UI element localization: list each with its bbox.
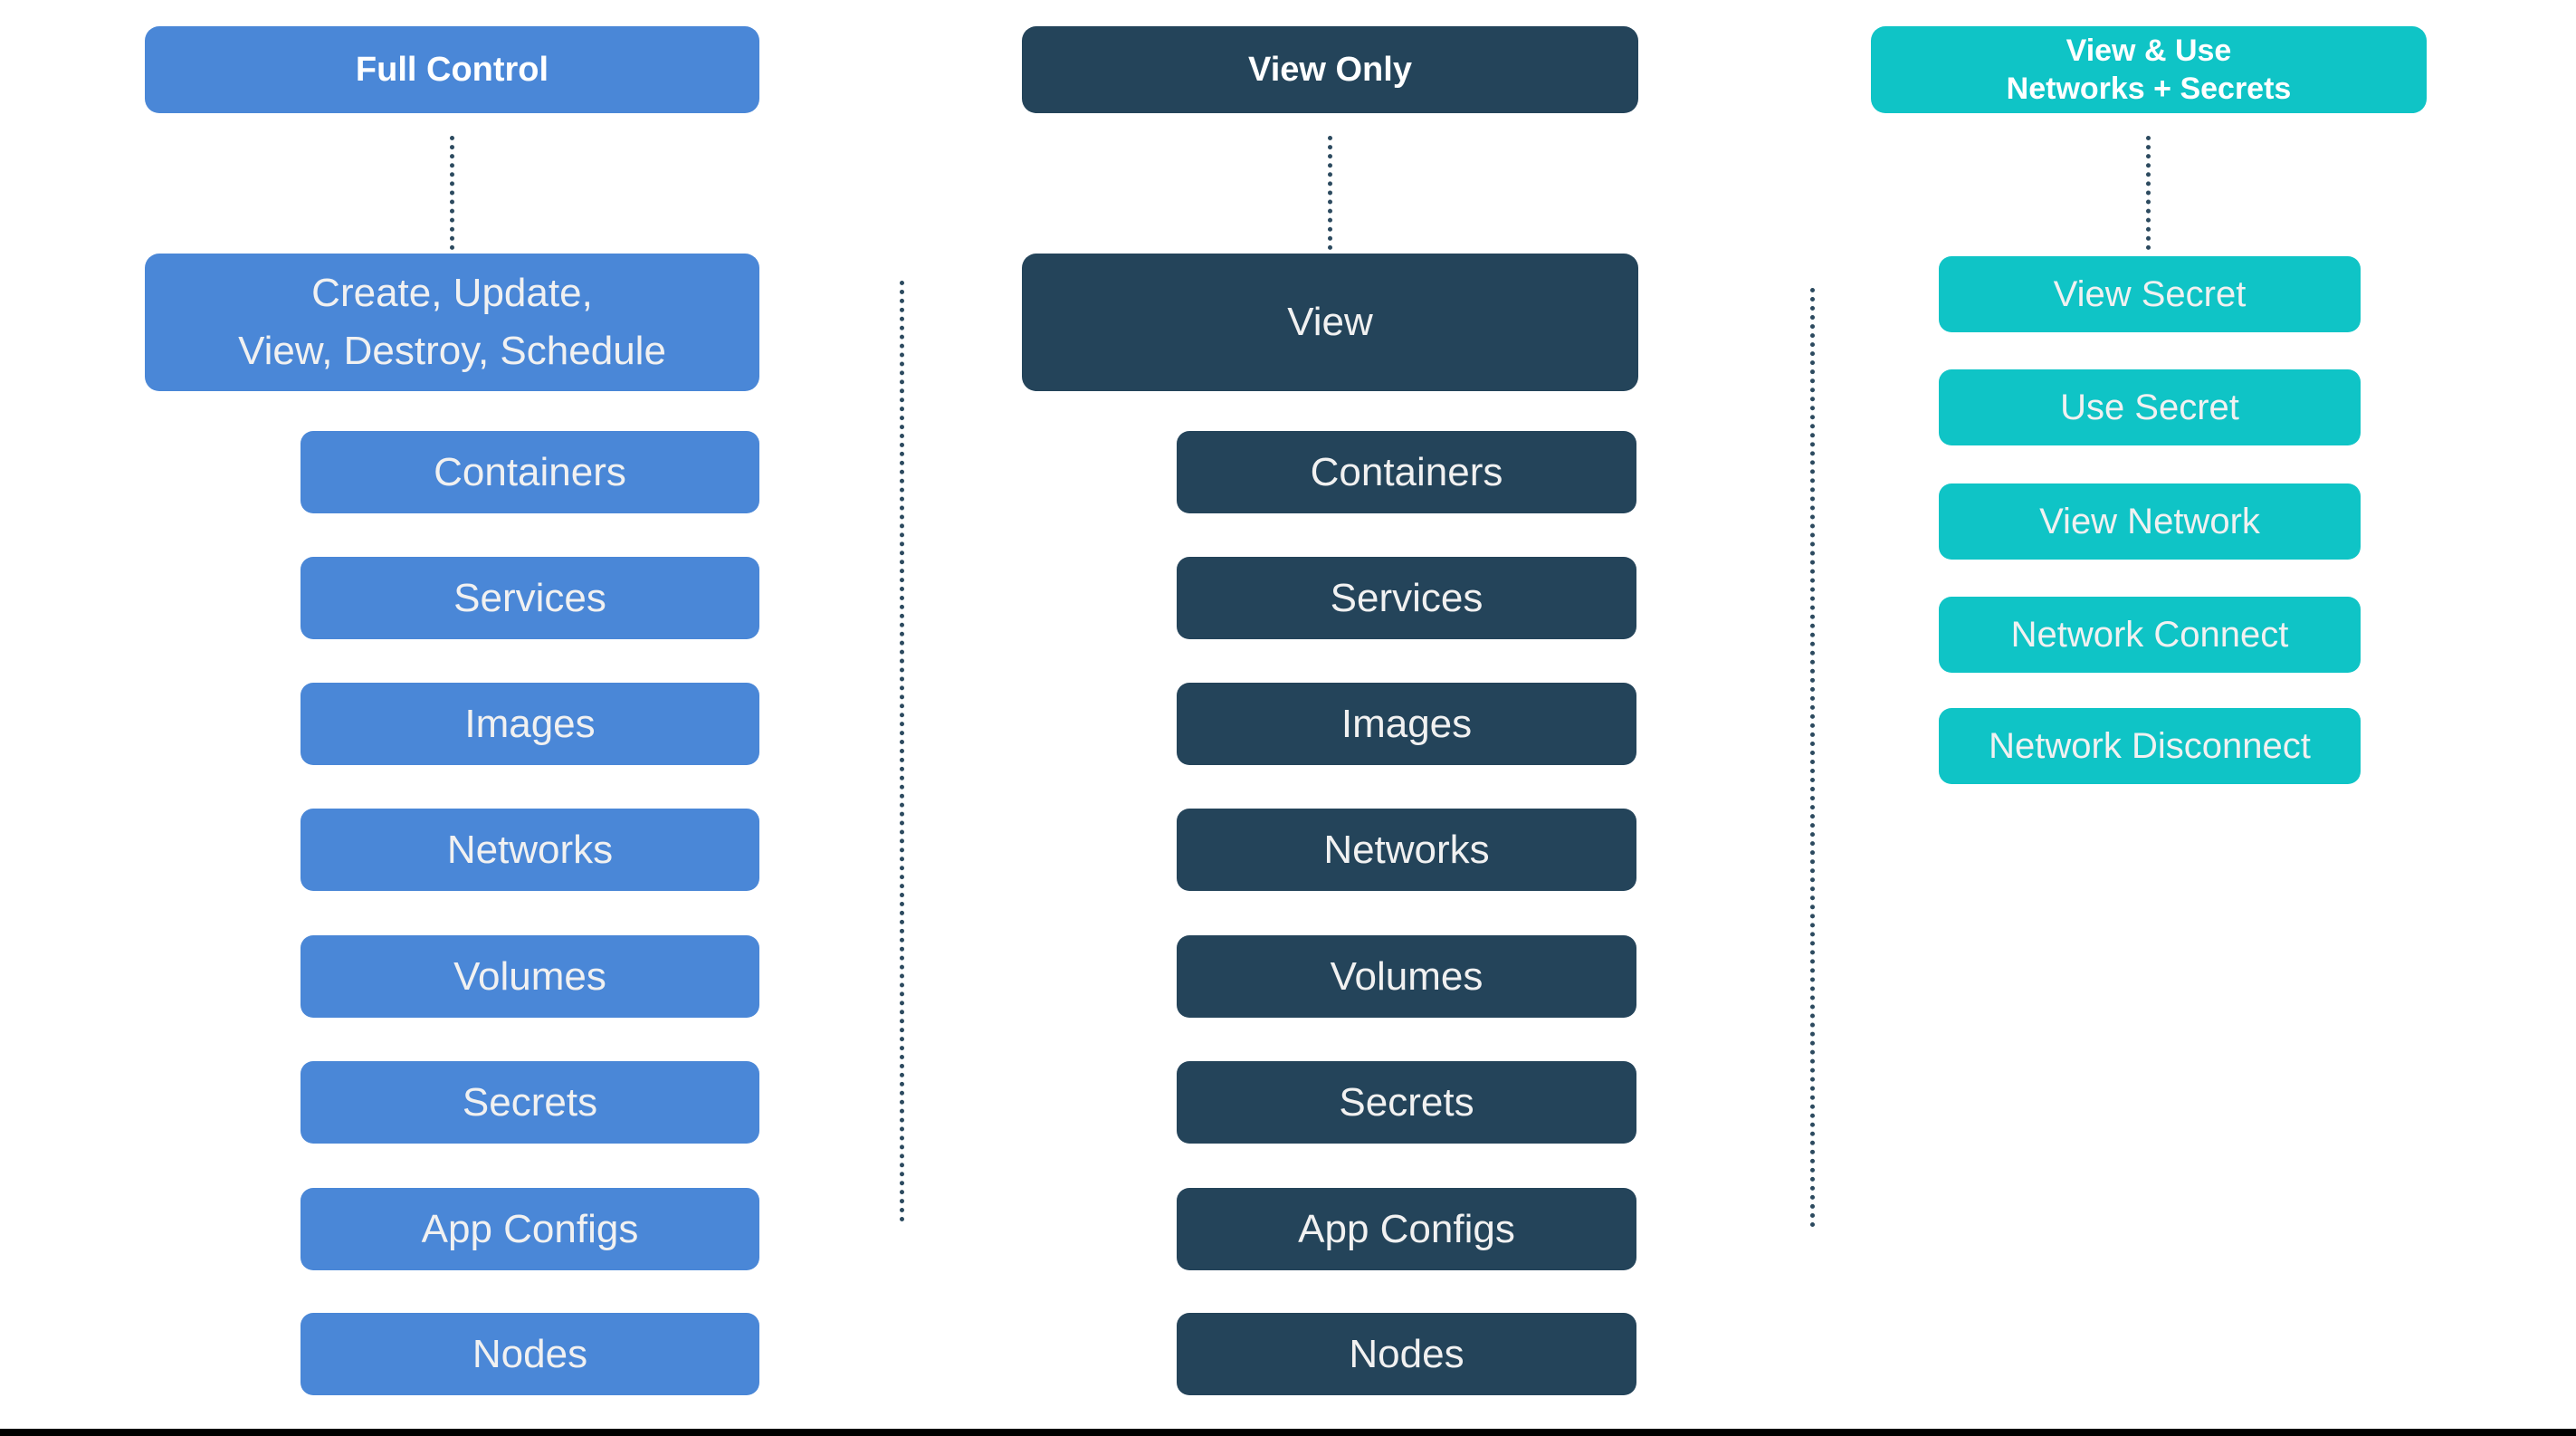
item-label: View Secret: [2053, 274, 2247, 314]
full-control-header: Full Control: [145, 26, 759, 113]
view-only-item-volumes: Volumes: [1177, 935, 1636, 1018]
item-label: Network Connect: [2010, 615, 2289, 655]
view-only-header: View Only: [1022, 26, 1638, 113]
full-control-item-volumes: Volumes: [301, 935, 759, 1018]
item-label: Services: [1330, 575, 1484, 620]
item-label: Networks: [446, 827, 614, 872]
view-use-header-line1: View & Use: [2066, 33, 2232, 68]
view-only-item-app-configs: App Configs: [1177, 1188, 1636, 1270]
item-label: View Network: [2039, 502, 2260, 541]
full-control-item-services: Services: [301, 557, 759, 639]
item-label: Containers: [1310, 449, 1503, 494]
view-only-item-secrets: Secrets: [1177, 1061, 1636, 1144]
view-only-header-label: View Only: [1248, 50, 1412, 89]
item-label: Networks: [1323, 827, 1490, 872]
view-use-header-text: View & Use Networks + Secrets: [2007, 32, 2292, 109]
column-separator-left: [900, 281, 904, 1222]
view-use-header-line2: Networks + Secrets: [2006, 72, 2292, 106]
item-label: Network Disconnect: [1989, 726, 2311, 766]
item-label: App Configs: [421, 1206, 639, 1251]
item-label: Nodes: [1349, 1331, 1465, 1376]
view-use-item-network-disconnect: Network Disconnect: [1939, 708, 2361, 784]
full-control-item-images: Images: [301, 683, 759, 765]
full-control-item-secrets: Secrets: [301, 1061, 759, 1144]
full-control-item-app-configs: App Configs: [301, 1188, 759, 1270]
view-only-item-containers: Containers: [1177, 431, 1636, 513]
item-label: App Configs: [1298, 1206, 1515, 1251]
full-control-dotted-connector: [450, 136, 454, 250]
item-label: Volumes: [1330, 953, 1484, 999]
view-use-item-network-connect: Network Connect: [1939, 597, 2361, 673]
view-only-item-images: Images: [1177, 683, 1636, 765]
item-label: Secrets: [1339, 1079, 1474, 1125]
column-separator-right: [1810, 288, 1815, 1228]
full-control-actions-line2: View, Destroy, Schedule: [238, 329, 666, 373]
view-only-item-networks: Networks: [1177, 809, 1636, 891]
full-control-actions-box: Create, Update, View, Destroy, Schedule: [145, 254, 759, 391]
item-label: Containers: [434, 449, 626, 494]
view-only-dotted-connector: [1328, 136, 1332, 250]
bottom-border-line: [0, 1429, 2576, 1436]
full-control-item-networks: Networks: [301, 809, 759, 891]
view-use-item-view-secret: View Secret: [1939, 256, 2361, 332]
full-control-header-label: Full Control: [355, 50, 549, 89]
view-use-header: View & Use Networks + Secrets: [1871, 26, 2427, 113]
item-label: Secrets: [462, 1079, 598, 1125]
item-label: Volumes: [453, 953, 606, 999]
item-label: Images: [1340, 701, 1473, 746]
full-control-item-containers: Containers: [301, 431, 759, 513]
item-label: Images: [464, 701, 596, 746]
item-label: Use Secret: [2060, 388, 2239, 427]
item-label: Services: [453, 575, 606, 620]
view-only-actions-label: View: [1287, 300, 1373, 345]
full-control-item-nodes: Nodes: [301, 1313, 759, 1395]
full-control-actions-text: Create, Update, View, Destroy, Schedule: [238, 264, 666, 380]
item-label: Nodes: [472, 1331, 588, 1376]
view-use-item-view-network: View Network: [1939, 483, 2361, 560]
view-use-item-use-secret: Use Secret: [1939, 369, 2361, 445]
view-only-item-services: Services: [1177, 557, 1636, 639]
full-control-actions-line1: Create, Update,: [311, 271, 593, 316]
view-use-dotted-connector: [2146, 136, 2151, 250]
view-only-actions-box: View: [1022, 254, 1638, 391]
view-only-item-nodes: Nodes: [1177, 1313, 1636, 1395]
